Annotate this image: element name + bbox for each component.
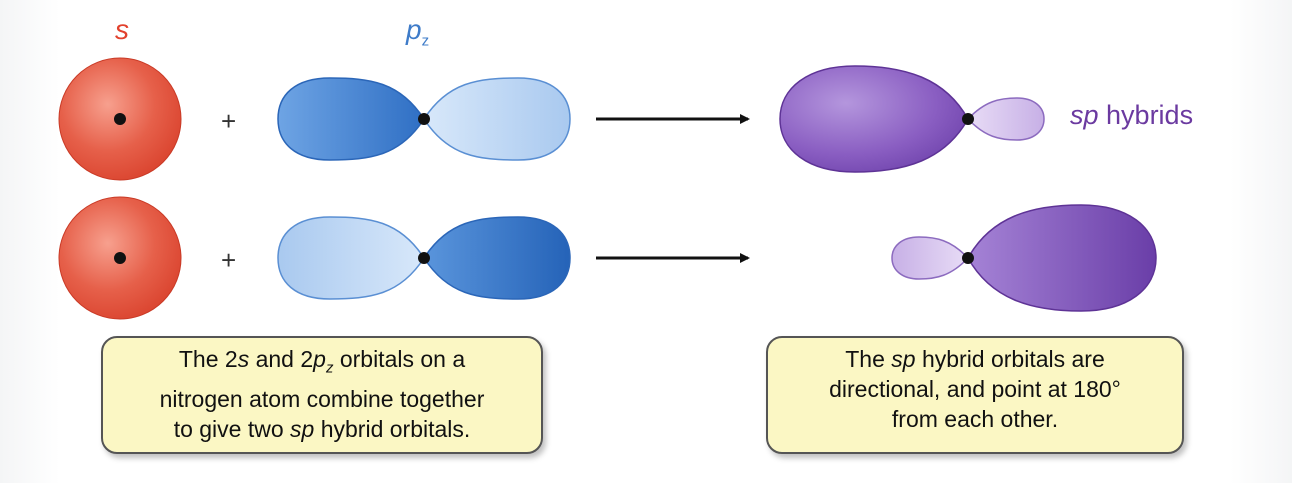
note-right: The sp hybrid orbitals are directional, … <box>766 336 1184 454</box>
nucleus-dot-icon <box>418 252 430 264</box>
nucleus-dot-icon <box>962 252 974 264</box>
note-left-line2: nitrogen atom combine together <box>159 385 485 412</box>
plus-sign-row2: + <box>221 245 237 275</box>
note-right-line2: directional, and point at 180° <box>829 376 1121 402</box>
s-label-text: s <box>115 14 129 45</box>
s-orbital-row1 <box>58 57 182 181</box>
nucleus-dot-icon <box>418 113 430 125</box>
p-label-text: p <box>406 14 422 45</box>
pz-orbital-label: pz <box>406 14 429 50</box>
note-left: The 2s and 2pz orbitals on a nitrogen at… <box>101 336 543 454</box>
sp-hybrid-row2 <box>891 204 1157 312</box>
pz-orbital-row2 <box>277 216 571 300</box>
nucleus-dot-icon <box>962 113 974 125</box>
nucleus-dot-icon <box>114 252 126 264</box>
sp-hybrid-row1 <box>779 65 1045 173</box>
sp-label-italic: sp <box>1070 100 1099 130</box>
s-orbital-label: s <box>115 14 129 46</box>
note-left-line1: The 2s and 2pz orbitals on a <box>178 346 466 377</box>
note-right-line1: The sp hybrid orbitals are <box>845 346 1105 372</box>
sp-hybrids-label: sp hybrids <box>1070 100 1193 131</box>
note-right-line3: from each other. <box>891 406 1059 432</box>
p-label-subscript: z <box>421 32 430 50</box>
note-left-line3: to give two sp hybrid orbitals. <box>173 415 471 442</box>
s-orbital-row2 <box>58 196 182 320</box>
sp-label-rest: hybrids <box>1098 100 1194 130</box>
pz-orbital-row1 <box>277 77 571 161</box>
plus-sign-row1: + <box>221 106 237 136</box>
nucleus-dot-icon <box>114 113 126 125</box>
